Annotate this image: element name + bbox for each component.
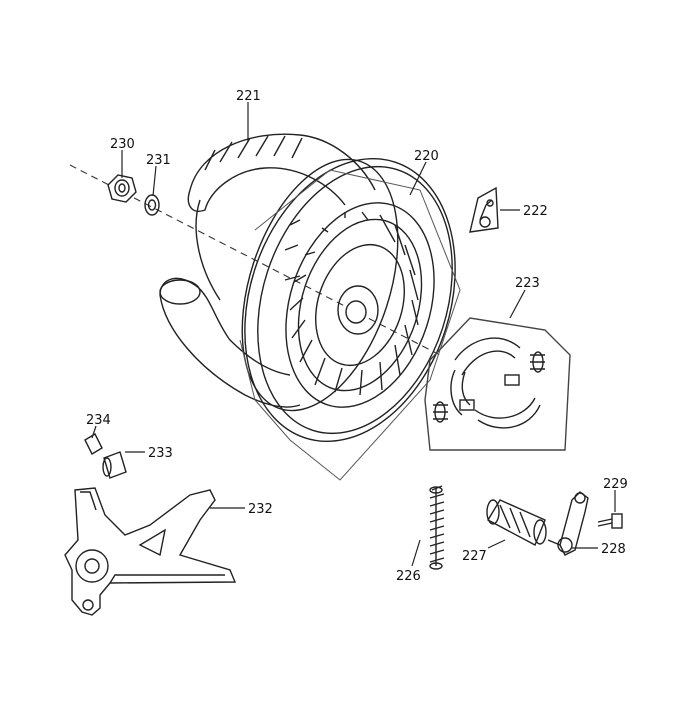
label-227: 227 <box>462 549 487 564</box>
part-234-bushing <box>84 433 103 455</box>
label-226: 226 <box>396 569 421 584</box>
leader-220 <box>409 161 427 196</box>
label-234: 234 <box>86 413 111 428</box>
label-231: 231 <box>146 153 171 168</box>
label-220: 220 <box>414 149 439 164</box>
part-233-bushing <box>102 451 127 479</box>
part-231-washer <box>144 194 160 216</box>
label-230: 230 <box>110 137 135 152</box>
part-223-brake-shoes <box>424 317 571 451</box>
leader-223 <box>509 289 526 319</box>
label-233: 233 <box>148 446 173 461</box>
label-222: 222 <box>523 204 548 219</box>
leader-226 <box>411 539 421 567</box>
leader-227 <box>487 539 506 549</box>
leader-234 <box>91 425 97 439</box>
label-228: 228 <box>601 542 626 557</box>
part-229-bolt <box>597 513 623 529</box>
label-229: 229 <box>603 477 628 492</box>
leader-231 <box>152 165 157 197</box>
label-221: 221 <box>236 89 261 104</box>
part-230-nut <box>107 174 137 203</box>
part-220-wheel <box>241 157 456 443</box>
label-223: 223 <box>515 276 540 291</box>
part-228-lever <box>547 491 589 556</box>
label-232: 232 <box>248 502 273 517</box>
part-226-spring <box>429 485 445 570</box>
part-227-cam-shaft <box>486 499 547 546</box>
part-222-valve <box>469 186 520 233</box>
part-232-bracket <box>64 487 237 616</box>
outline-220 <box>239 169 461 481</box>
